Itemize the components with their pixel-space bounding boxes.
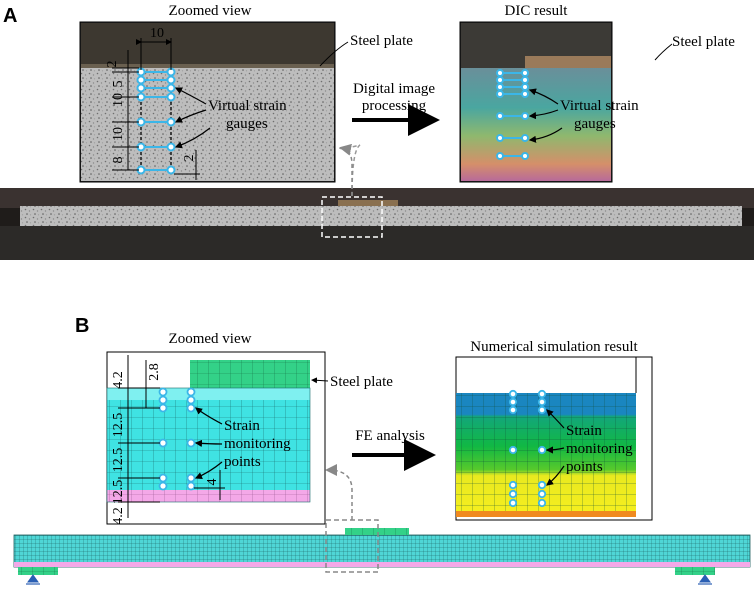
sim-title: Numerical simulation result — [470, 339, 638, 355]
dic-gauge-pointers — [528, 88, 563, 143]
dic-gauges — [496, 69, 529, 160]
dim-left-a-0: 2 — [105, 61, 120, 68]
dim-left-b-1: 12.5 — [111, 413, 126, 438]
sim-monitor-label-3: points — [566, 459, 603, 475]
steel-plate-pointer-b — [311, 377, 329, 384]
dic-photo — [459, 21, 613, 183]
dim-top-right-b: 2.8 — [147, 363, 162, 381]
monitor-label-b-1: Strain — [224, 418, 260, 434]
gauge-label-a-1: Virtual strain — [208, 98, 287, 114]
zoom-connector-b — [325, 464, 353, 520]
dic-title: DIC result — [505, 3, 569, 19]
steel-plate-label-dic: Steel plate — [672, 34, 735, 50]
steel-plate-label-a: Steel plate — [350, 33, 413, 49]
beam-photo — [0, 188, 754, 260]
dim-left-b: 4.2 12.5 12.5 12.5 4.2 — [111, 371, 126, 525]
fe-beam — [13, 528, 751, 575]
zoomed-photo-a — [79, 21, 336, 183]
fe-zoomed-mesh — [106, 351, 326, 525]
dim-left-b-2: 12.5 — [111, 448, 126, 473]
support-icon-right — [698, 574, 712, 585]
steel-plate-pointer-a — [319, 41, 349, 67]
sim-result-mesh — [455, 356, 653, 521]
dim-right-bottom-a: 2 — [182, 155, 197, 162]
dim-left-b-4: 4.2 — [111, 507, 126, 525]
dimensions-a — [112, 38, 200, 180]
monitor-pointers-b — [194, 407, 223, 479]
panel-a-label: A — [3, 5, 17, 27]
process-label-a-2: processing — [362, 98, 427, 114]
dic-gauge-label-2: gauges — [574, 116, 616, 132]
dim-left-a-3: 10 — [111, 127, 126, 141]
dim-left-a-1: 10 — [111, 93, 126, 107]
dic-gauge-label-1: Virtual strain — [560, 98, 639, 114]
dim-left-a-2: 5 — [111, 81, 126, 88]
panel-b-label: B — [75, 315, 89, 337]
zoomed-view-title-b: Zoomed view — [169, 331, 252, 347]
gauge-label-a-2: gauges — [226, 116, 268, 132]
dim-top-a: 10 — [150, 26, 164, 41]
zoomed-view-title-a: Zoomed view — [169, 3, 252, 19]
zoom-region-a — [321, 196, 383, 238]
dim-left-a: 2 10 5 10 8 — [105, 61, 126, 164]
steel-plate-label-b: Steel plate — [330, 374, 393, 390]
monitor-label-b-2: monitoring — [224, 436, 291, 452]
sim-monitor-pointers — [545, 409, 565, 486]
sim-monitor-label-2: monitoring — [566, 441, 633, 457]
process-label-a-1: Digital image — [353, 81, 435, 97]
monitor-label-b-3: points — [224, 454, 261, 470]
dim-left-a-4: 8 — [111, 157, 126, 164]
dim-inner-b: 4 — [205, 479, 220, 486]
sim-monitoring-points — [508, 389, 547, 508]
support-icon-left — [26, 574, 40, 585]
gauge-pointers-a — [174, 87, 211, 149]
fe-label: FE analysis — [355, 428, 425, 444]
steel-plate-pointer-dic — [654, 43, 673, 61]
dim-left-b-0: 4.2 — [111, 371, 126, 389]
dim-left-b-3: 12.5 — [111, 480, 126, 505]
zoom-connector-a-line — [339, 143, 353, 196]
monitoring-points-b — [158, 387, 196, 491]
dimensions-b — [118, 355, 225, 518]
sim-monitor-label-1: Strain — [566, 423, 602, 439]
